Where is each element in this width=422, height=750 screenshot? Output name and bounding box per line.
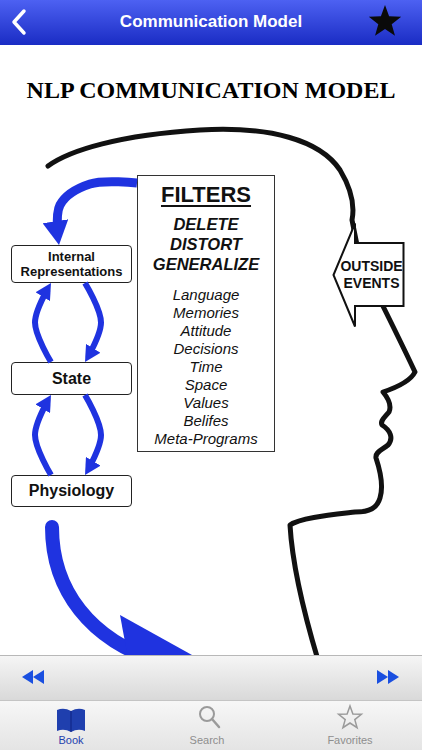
diagram-title: NLP COMMUNICATION MODEL	[0, 76, 422, 104]
toolbar-border	[0, 655, 422, 656]
filter-process-list: DELETE DISTORT GENERALIZE	[138, 214, 274, 274]
tab-label: Book	[36, 734, 106, 747]
favorite-star	[369, 5, 401, 36]
navigation-bar	[0, 0, 422, 45]
flow-arrow	[35, 283, 51, 362]
process-box: Physiology	[11, 475, 132, 507]
rewind-icon	[33, 670, 44, 684]
flow-arrow	[35, 395, 51, 475]
search-icon-handle	[212, 719, 219, 727]
flow-arrow	[85, 395, 101, 475]
event-arrow: OUTSIDE EVENTS	[332, 222, 405, 328]
filter-box: FILTERS DELETE DISTORT GENERALIZE Language…	[137, 175, 275, 452]
tab-label: Favorites	[313, 734, 387, 747]
tab-bar	[0, 700, 422, 750]
process-box: Internal Representations	[11, 245, 132, 283]
flow-arrow	[57, 182, 137, 245]
forward-icon	[377, 670, 388, 684]
process-box: State	[11, 362, 132, 395]
book-icon-spine	[71, 711, 72, 732]
filter-item-list: Language Memories Attitude Decisions Tim…	[138, 286, 274, 448]
screen-title: Communication Model	[0, 11, 422, 33]
book-icon	[57, 709, 85, 732]
forward-icon	[388, 670, 399, 684]
event-arrow-shape	[334, 224, 404, 327]
event-label: OUTSIDE EVENTS	[339, 258, 405, 292]
page-toolbar	[0, 655, 422, 700]
filter-heading: FILTERS	[138, 182, 274, 208]
tab-bar-border	[0, 700, 422, 701]
box-label: Internal Representations	[12, 249, 131, 279]
favorites-icon	[339, 706, 362, 728]
box-label: Physiology	[29, 482, 114, 500]
rewind-icon	[22, 670, 33, 684]
flow-arrow	[85, 283, 101, 362]
tab-label: Search	[172, 734, 242, 747]
back-chevron	[14, 11, 24, 33]
box-label: State	[52, 370, 91, 388]
